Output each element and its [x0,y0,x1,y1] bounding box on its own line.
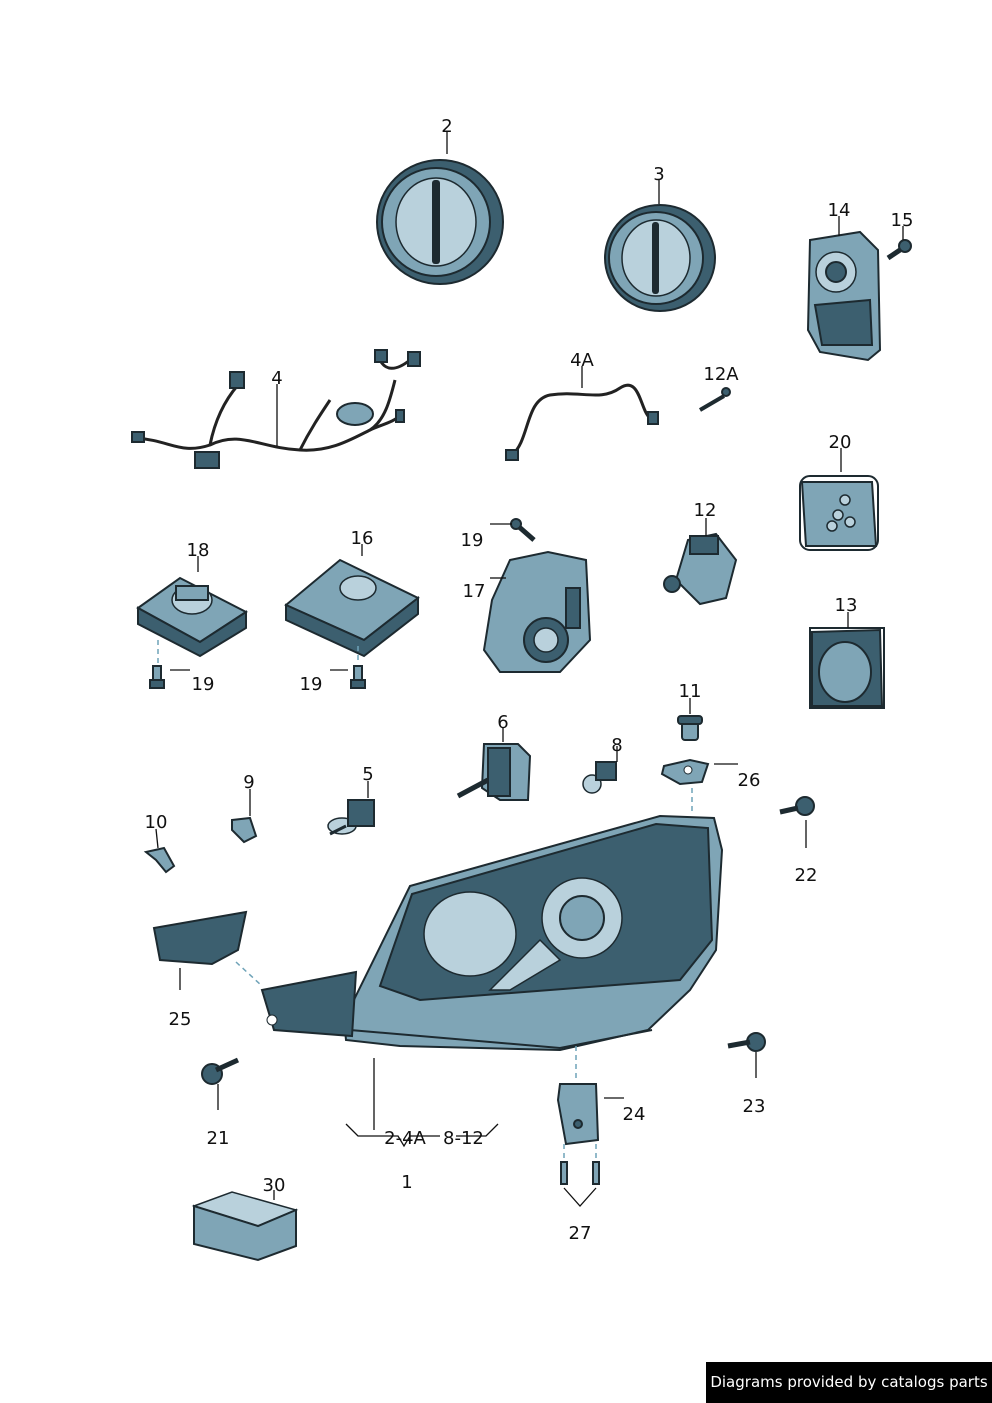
part-8-bulb[interactable] [582,761,617,794]
label-4a: 4A [570,350,594,371]
label-25: 25 [169,1009,192,1030]
label-19-top: 19 [461,530,484,551]
label-1: 1 [401,1172,412,1193]
label-22: 22 [795,865,818,886]
part-2-cover-cap[interactable] [376,159,504,285]
part-labels: 2 3 14 15 4 4A 12A 20 18 16 19 17 12 19 … [145,116,914,1244]
label-8: 8 [611,735,622,756]
label-20: 20 [829,432,852,453]
label-2: 2 [441,116,452,137]
label-13: 13 [835,595,858,616]
part-1-headlight-housing[interactable] [260,814,724,1052]
leader-lines [155,132,904,1207]
part-16-control-unit[interactable] [284,558,420,658]
label-27: 27 [569,1223,592,1244]
part-12-motor[interactable] [663,532,738,606]
part-23-bolt[interactable] [727,1032,766,1052]
part-15-bolt[interactable] [886,239,912,261]
part-14-led-module[interactable] [806,230,882,362]
part-24-bracket[interactable] [556,1083,600,1146]
part-26-bracket[interactable] [660,758,710,786]
part-5-bulb[interactable] [327,799,375,836]
part-12a-screw[interactable] [698,387,731,412]
part-3-cover-cap[interactable] [604,204,716,312]
label-18: 18 [187,540,210,561]
label-17: 17 [463,581,486,602]
part-11-cap[interactable] [677,715,703,741]
label-4: 4 [271,368,282,389]
part-27-screws[interactable] [560,1161,600,1185]
label-30: 30 [263,1175,286,1196]
label-1-range: 2-4A 8-12 [384,1128,484,1149]
part-17-module[interactable] [482,550,592,673]
label-3: 3 [653,164,664,185]
part-30-kit-box[interactable] [191,1191,299,1262]
label-6: 6 [497,712,508,733]
part-20-detail[interactable] [799,475,879,551]
part-19-bolt-c[interactable] [510,518,536,542]
label-21: 21 [207,1128,230,1149]
label-12: 12 [694,500,717,521]
part-19-bolt-a[interactable] [149,665,165,689]
label-9: 9 [243,772,254,793]
part-4a-cable[interactable] [505,383,659,461]
part-10-clip[interactable] [143,846,176,874]
part-6-bulb[interactable] [456,743,532,801]
label-23: 23 [743,1096,766,1117]
part-22-bolt[interactable] [779,796,815,816]
label-11: 11 [679,681,702,702]
part-25-bracket[interactable] [152,910,248,966]
label-15: 15 [891,210,914,231]
label-24: 24 [623,1104,646,1125]
assembly-lines [157,640,693,1160]
part-21-bolt[interactable] [201,1057,240,1085]
part-4-wiring-harness[interactable] [131,349,421,469]
label-19-left: 19 [192,674,215,695]
part-19-bolt-b[interactable] [350,665,366,689]
part-9-connector[interactable] [231,816,258,844]
credit-banner: Diagrams provided by catalogs parts [706,1362,992,1403]
part-13-detail[interactable] [809,627,885,709]
label-19-mid: 19 [300,674,323,695]
label-10: 10 [145,812,168,833]
label-26: 26 [738,770,761,791]
label-12a: 12A [703,364,739,385]
label-14: 14 [828,200,851,221]
part-18-control-unit[interactable] [136,576,248,658]
label-5: 5 [362,764,373,785]
label-16: 16 [351,528,374,549]
